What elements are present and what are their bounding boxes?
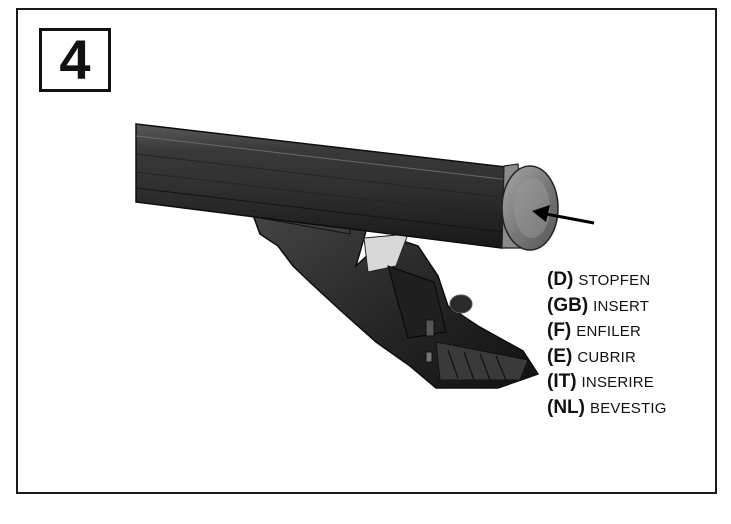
language-code: (D) [547, 269, 574, 290]
instruction-word: STOPFEN [578, 272, 651, 289]
language-code: (F) [547, 320, 572, 341]
instruction-fr: (F) ENFILER [547, 320, 667, 346]
instruction-word: INSERIRE [581, 374, 654, 391]
language-code: (IT) [547, 371, 577, 392]
step-number: 4 [59, 28, 91, 91]
instruction-it: (IT) INSERIRE [547, 371, 667, 397]
roof-bar [135, 123, 515, 249]
step-number-box: 4 [39, 28, 111, 92]
insertion-arrow [532, 205, 595, 225]
translated-instruction-list: (D) STOPFEN (GB) INSERT (F) ENFILER (E) … [547, 269, 667, 422]
instruction-word: INSERT [593, 297, 650, 315]
instruction-panel: 4 [16, 8, 717, 494]
roof-bar-end-cap-illustration [135, 123, 595, 389]
instruction-word: ENFILER [576, 323, 642, 340]
instruction-word: CUBRIR [577, 348, 637, 366]
instruction-es: (E) CUBRIR [547, 346, 667, 372]
instruction-de: (D) STOPFEN [547, 269, 667, 295]
instruction-nl: (NL) BEVESTIG [547, 397, 667, 423]
language-code: (NL) [547, 396, 585, 418]
language-code: (GB) [547, 294, 589, 316]
instruction-gb: (GB) INSERT [547, 295, 667, 321]
end-cap-insert [501, 163, 559, 251]
instruction-word: BEVESTIG [589, 399, 667, 417]
language-code: (E) [547, 345, 573, 367]
